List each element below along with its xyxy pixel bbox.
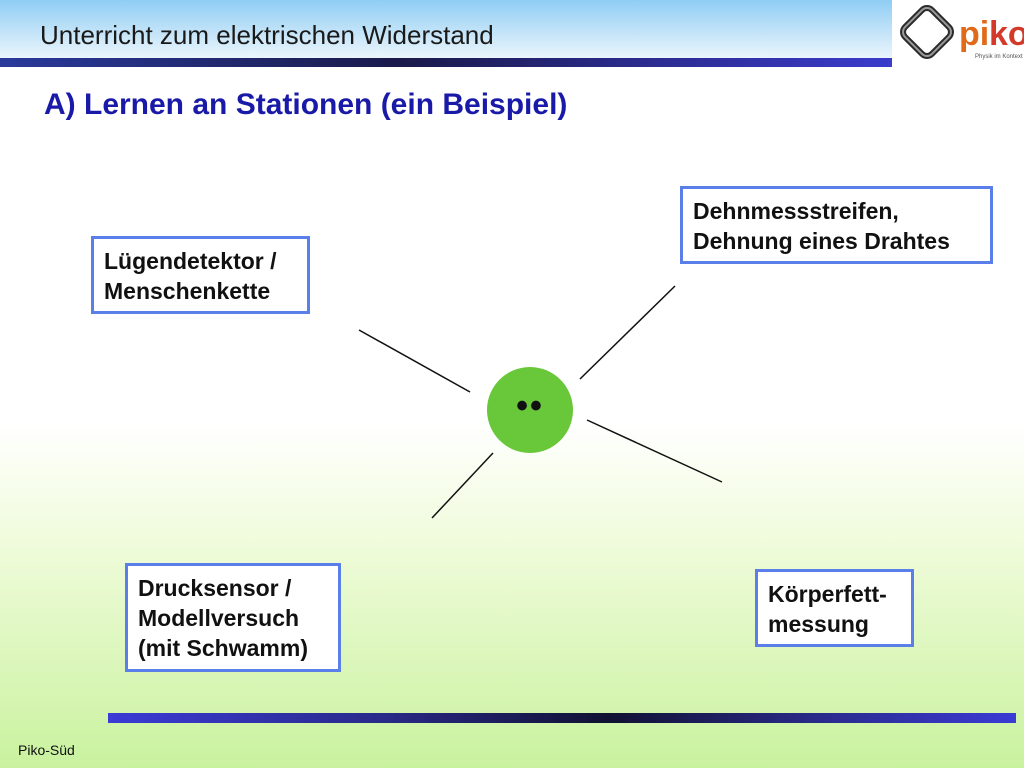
header-band: Unterricht zum elektrischen Widerstand: [0, 0, 892, 60]
station-line: Dehnmessstreifen,: [693, 198, 899, 224]
logo-tagline: Physik im Kontext: [975, 54, 1023, 60]
connector-line-bottom-right: [586, 419, 723, 483]
piko-logo: pi ko Physik im Kontext: [893, 0, 1024, 64]
station-line: Körperfett-: [768, 581, 887, 607]
station-line: Dehnung eines Drahtes: [693, 228, 950, 254]
station-line: (mit Schwamm): [138, 635, 308, 661]
center-node: ••: [487, 367, 573, 453]
station-line: Lügendetektor /: [104, 248, 277, 274]
smiley-face-icon: ••: [516, 387, 544, 425]
station-koerperfettmessung: Körperfett- messung: [755, 569, 914, 647]
connector-line-top-left: [358, 329, 471, 393]
footer-rule: [108, 713, 1016, 723]
station-line: Drucksensor /: [138, 575, 292, 601]
header-rule: [0, 58, 892, 67]
page-title: A) Lernen an Stationen (ein Beispiel): [44, 88, 568, 121]
station-luegendetektor: Lügendetektor / Menschenkette: [91, 236, 310, 314]
connector-line-top-right: [579, 285, 676, 380]
header-title: Unterricht zum elektrischen Widerstand: [40, 20, 494, 50]
connector-line-bottom-left: [431, 452, 494, 519]
footer-text: Piko-Süd: [18, 742, 75, 758]
station-drucksensor: Drucksensor / Modellversuch (mit Schwamm…: [125, 563, 341, 672]
station-line: messung: [768, 611, 869, 637]
station-dehnmessstreifen: Dehnmessstreifen, Dehnung eines Drahtes: [680, 186, 993, 264]
station-line: Modellversuch: [138, 605, 300, 631]
station-line: Menschenkette: [104, 278, 271, 304]
logo-pi: pi: [959, 15, 989, 53]
logo-ko: ko: [989, 15, 1024, 53]
piko-logo-icon: pi ko Physik im Kontext: [900, 5, 1024, 60]
